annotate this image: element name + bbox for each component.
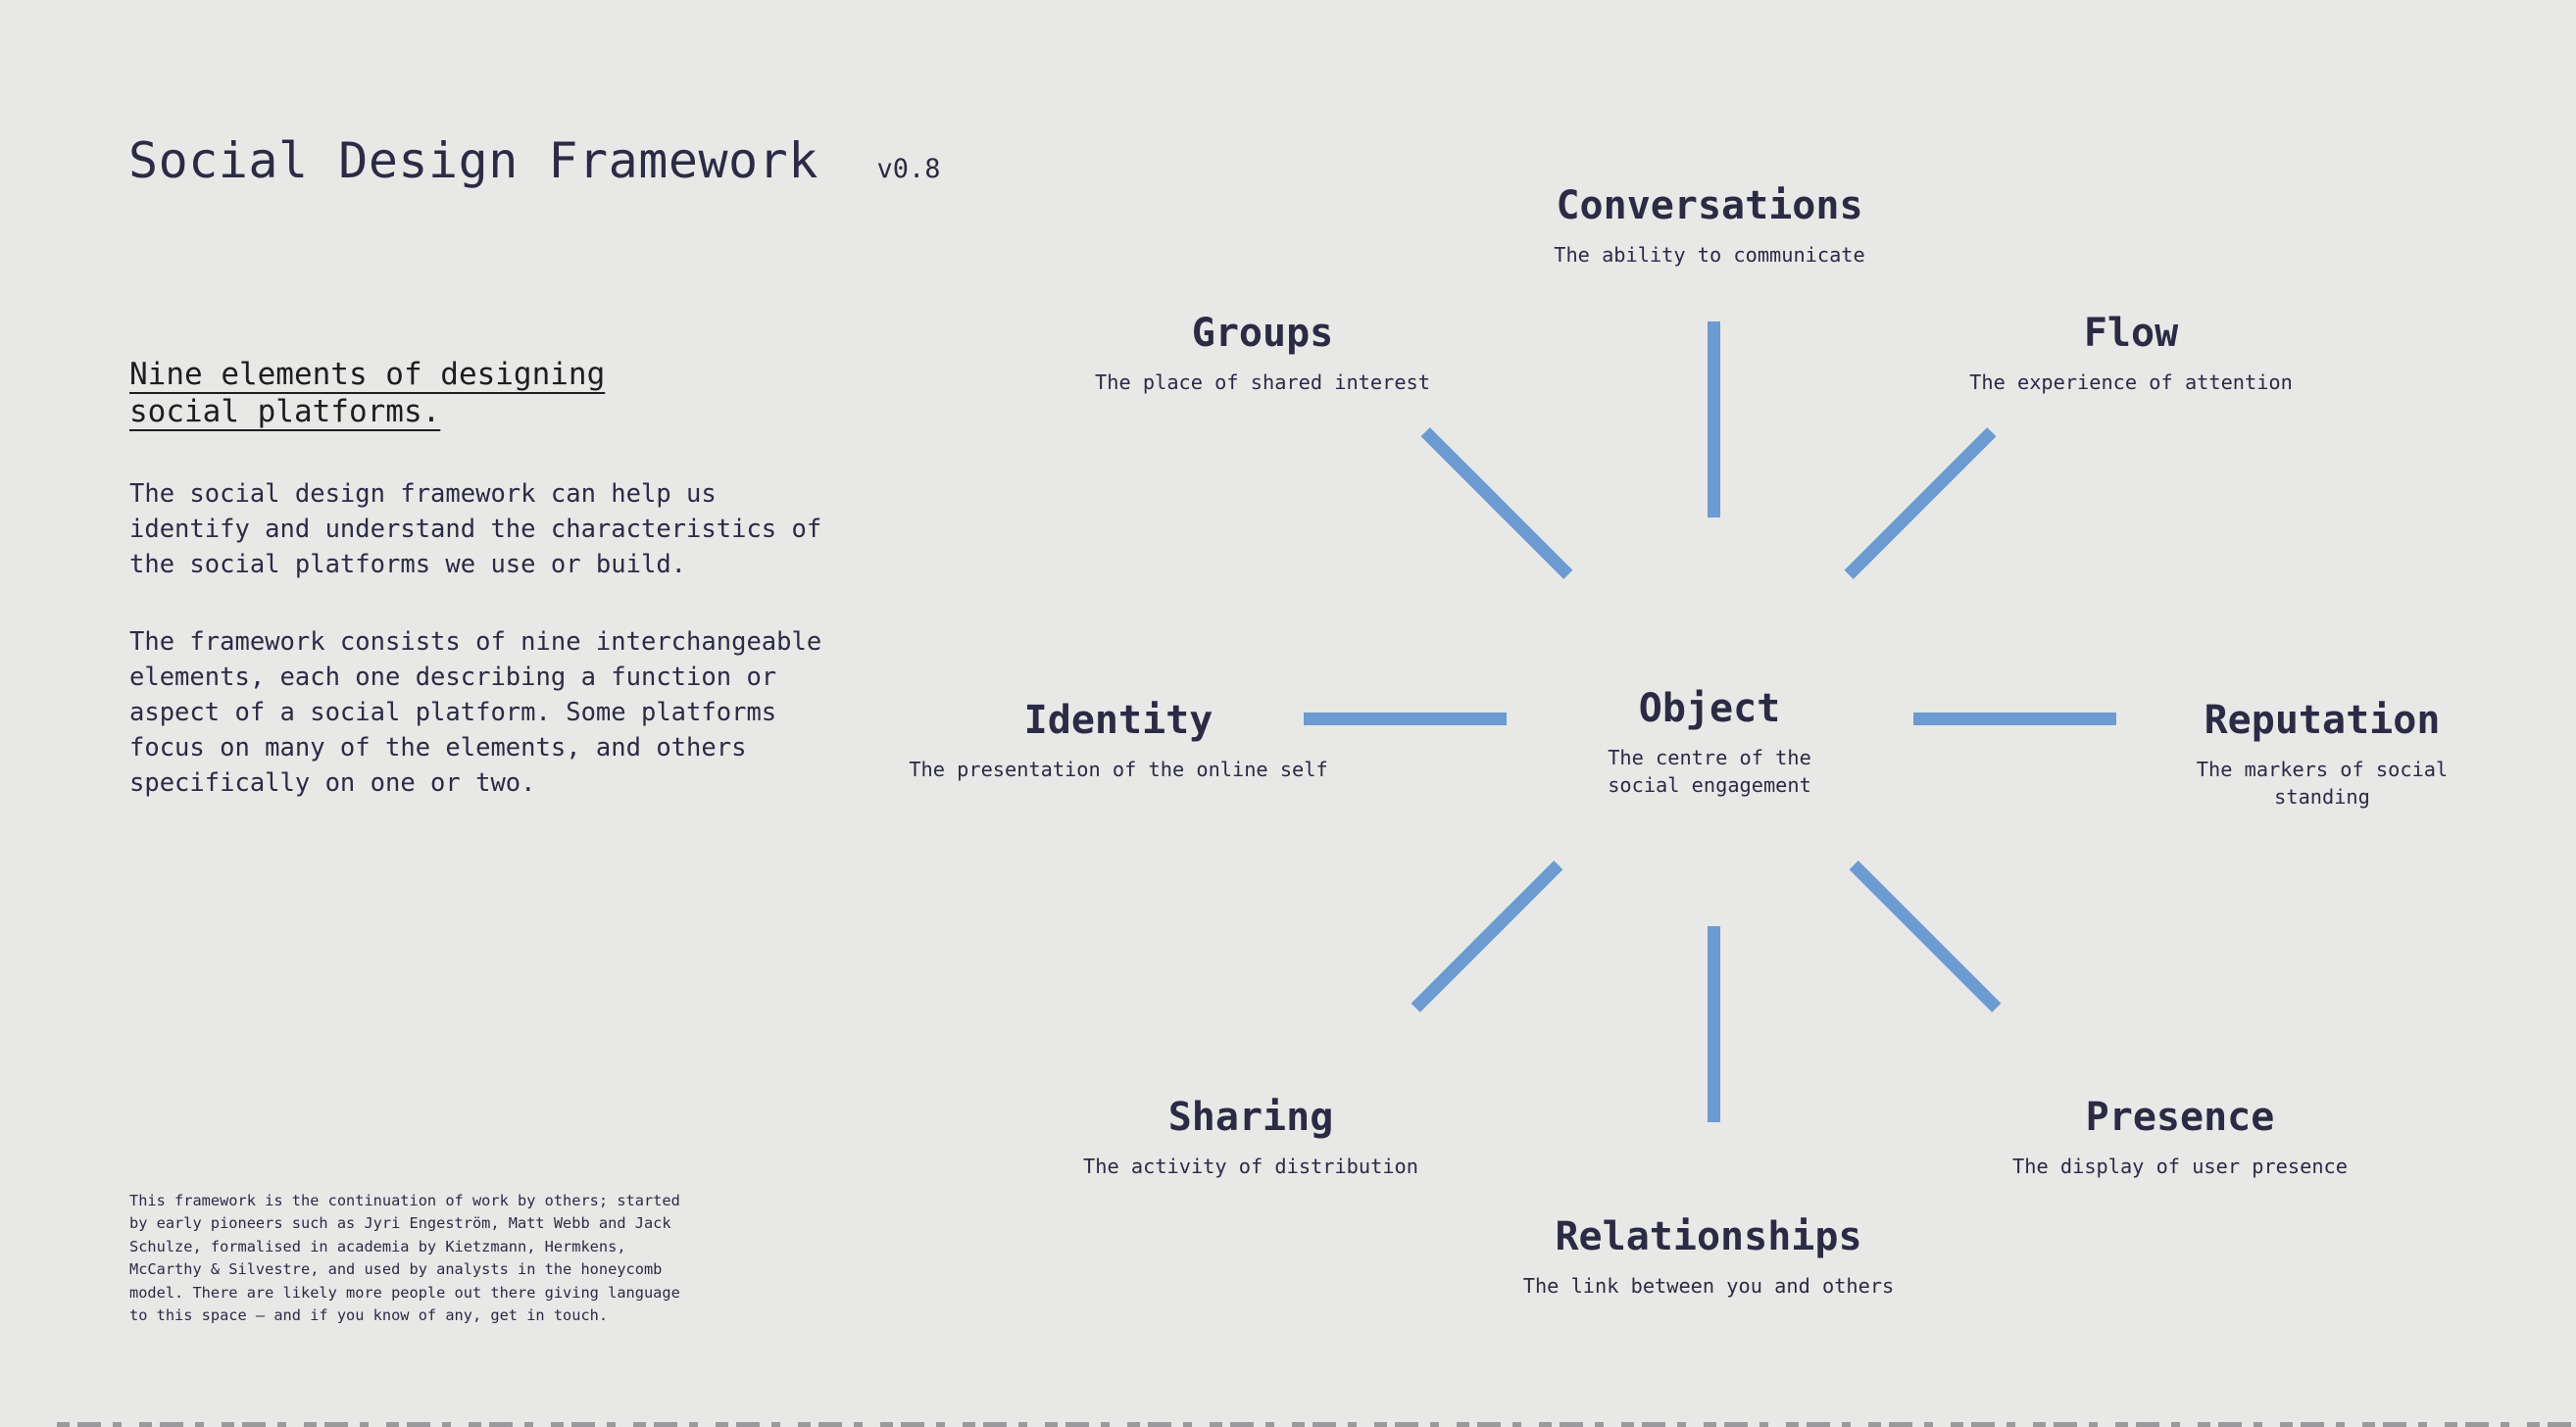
spoke-flow-line xyxy=(1844,427,1997,579)
node-reputation: Reputation The markers of social standin… xyxy=(2196,697,2450,811)
node-reputation-title: Reputation xyxy=(2204,698,2441,743)
node-presence-title: Presence xyxy=(2085,1095,2275,1140)
node-object-center: Object The centre of the social engageme… xyxy=(1608,685,1811,799)
spoke-sharing-line xyxy=(1411,861,1563,1012)
node-conversations-title: Conversations xyxy=(1556,183,1863,228)
version-badge: v0.8 xyxy=(876,154,941,184)
node-relationships: Relationships The link between you and o… xyxy=(1523,1213,1895,1300)
page-title: Social Design Framework xyxy=(128,132,818,189)
spoke-relationships-line xyxy=(1708,926,1720,1122)
node-identity: Identity The presentation of the online … xyxy=(909,697,1327,783)
node-identity-subtitle: The presentation of the online self xyxy=(909,758,1328,781)
node-sharing: Sharing The activity of distribution xyxy=(1083,1094,1418,1180)
node-sharing-subtitle: The activity of distribution xyxy=(1083,1155,1418,1178)
node-flow: Flow The experience of attention xyxy=(1969,310,2293,396)
node-groups-title: Groups xyxy=(1191,311,1334,356)
node-relationships-subtitle: The link between you and others xyxy=(1522,1274,1895,1298)
cropped-text-edge xyxy=(57,1422,2576,1427)
node-object-subtitle: The centre of the social engagement xyxy=(1608,746,1811,797)
node-groups-subtitle: The place of shared interest xyxy=(1095,370,1430,394)
spoke-groups-line xyxy=(1420,427,1573,579)
node-presence-subtitle: The display of user presence xyxy=(2012,1155,2348,1178)
intro-paragraph-2: The framework consists of nine interchan… xyxy=(129,627,822,798)
node-object-title: Object xyxy=(1638,686,1781,731)
spoke-identity-line xyxy=(1304,713,1507,725)
node-flow-subtitle: The experience of attention xyxy=(1969,370,2293,394)
node-identity-title: Identity xyxy=(1023,698,1214,743)
spoke-conversations-line xyxy=(1708,321,1720,517)
node-relationships-title: Relationships xyxy=(1555,1214,1862,1259)
node-conversations: Conversations The ability to communicate xyxy=(1554,182,1864,269)
node-sharing-title: Sharing xyxy=(1167,1095,1334,1140)
intro-heading: Nine elements of designing social platfo… xyxy=(129,357,606,429)
node-presence: Presence The display of user presence xyxy=(2012,1094,2348,1180)
intro-paragraph-1: The social design framework can help us … xyxy=(129,479,822,579)
node-conversations-subtitle: The ability to communicate xyxy=(1554,243,1865,267)
node-flow-title: Flow xyxy=(2083,311,2179,356)
node-reputation-subtitle: The markers of social standing xyxy=(2196,758,2449,809)
title-row: Social Design Framework v0.8 xyxy=(128,131,941,202)
node-groups: Groups The place of shared interest xyxy=(1095,310,1430,396)
spoke-presence-line xyxy=(1849,861,2002,1012)
spoke-reputation-line xyxy=(1913,713,2116,725)
credits-footnote: This framework is the continuation of wo… xyxy=(129,1192,680,1325)
